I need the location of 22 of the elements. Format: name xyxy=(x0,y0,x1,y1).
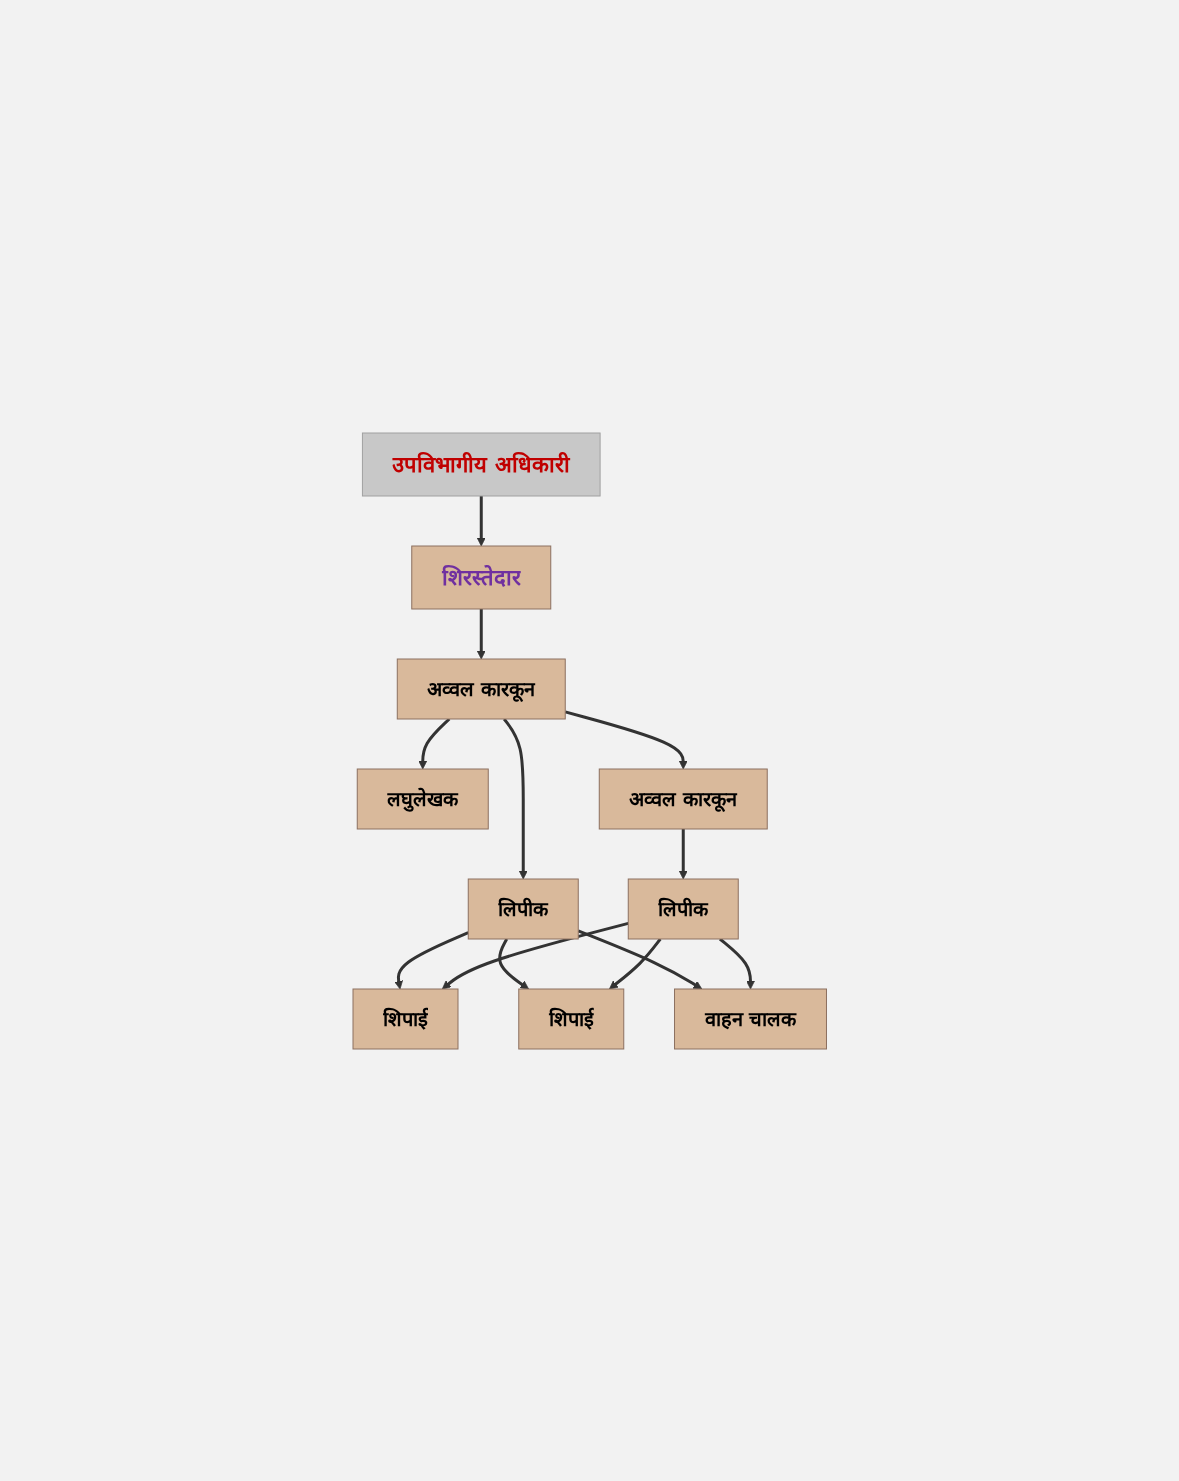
node-box: वाहन चालक xyxy=(673,988,827,1049)
arrow xyxy=(476,608,486,659)
arrow xyxy=(502,717,528,879)
arrow xyxy=(608,937,662,989)
arrow xyxy=(394,930,469,989)
arrow xyxy=(678,828,688,879)
arrow xyxy=(577,929,702,989)
arrow xyxy=(497,937,529,989)
node-box: शिरस्तेदार xyxy=(411,545,551,609)
arrow xyxy=(718,937,755,989)
arrow xyxy=(564,709,688,769)
arrow xyxy=(441,921,629,989)
node-box: लिपीक xyxy=(467,878,579,939)
arrow xyxy=(418,717,451,769)
node-box: शिपाई xyxy=(518,988,624,1049)
node-box: शिपाई xyxy=(352,988,459,1049)
node-box: लघुलेखक xyxy=(356,768,489,829)
node-box: लिपीक xyxy=(627,878,739,939)
arrow xyxy=(476,495,486,546)
node-box: अव्वल कारकून xyxy=(598,768,768,829)
node-box: अव्वल कारकून xyxy=(396,658,566,719)
node-box: उपविभागीय अधिकारी xyxy=(361,432,601,496)
